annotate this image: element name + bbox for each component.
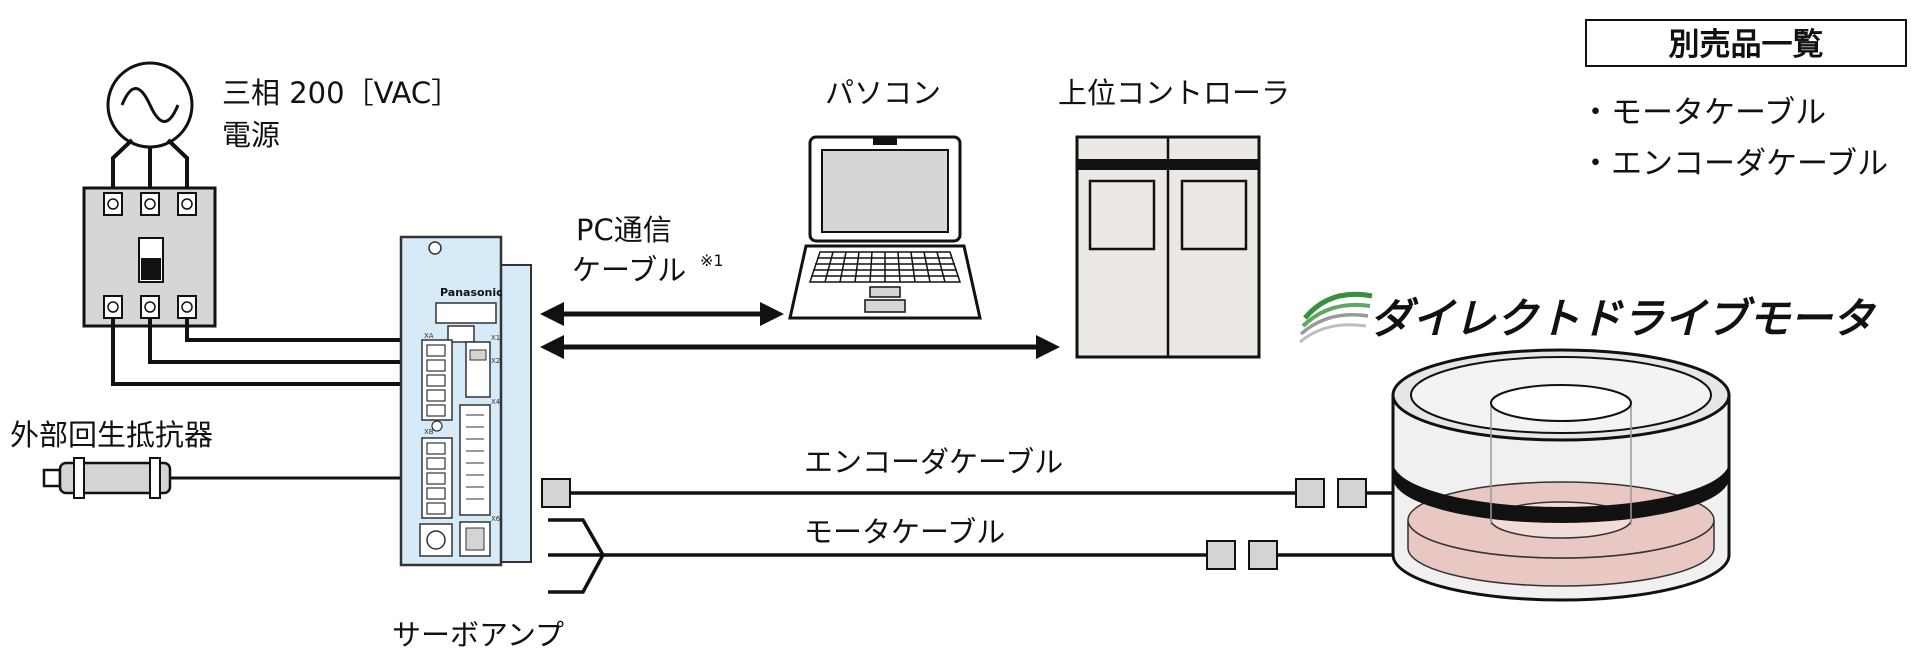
pc-cable-note: ※1: [700, 251, 724, 270]
power-supply: 三相 200［VAC］ 電源: [106, 61, 460, 190]
arrowhead-left-icon: [540, 302, 564, 326]
regen-resistor-label: 外部回生抵抗器: [10, 418, 213, 452]
breaker-to-amp-wires: [111, 318, 401, 386]
svg-text:XA: XA: [424, 332, 434, 340]
controller-cable: [540, 335, 1060, 359]
circuit-breaker: [82, 186, 401, 386]
pc-cable-label-line1: PC通信: [576, 213, 672, 247]
servo-amplifier: Panasonic: [392, 235, 564, 652]
motor-cable: モータケーブル: [548, 515, 1393, 594]
product-title: ダイレクトドライブモータ: [1370, 294, 1877, 343]
arrowhead-right-icon: [760, 302, 784, 326]
svg-text:XB: XB: [424, 428, 434, 436]
arrowhead-right-icon: [1036, 335, 1060, 359]
host-controller: 上位コントローラ: [1058, 76, 1290, 359]
breaker-bottom-terminals: [103, 295, 197, 319]
controller-label: 上位コントローラ: [1058, 76, 1290, 110]
svg-text:X6: X6: [491, 515, 501, 523]
direct-drive-motor: [1391, 348, 1731, 602]
svg-text:X4: X4: [491, 398, 501, 406]
motor-cable-label: モータケーブル: [804, 515, 1005, 549]
keyboard-grid-icon: [808, 251, 962, 283]
product-logo: ダイレクトドライブモータ: [1299, 291, 1877, 344]
svg-text:X1: X1: [491, 334, 500, 342]
svg-text:X2: X2: [491, 357, 500, 365]
power-label-line1: 三相 200［VAC］: [222, 76, 460, 110]
regen-resistor: 外部回生抵抗器: [10, 418, 401, 499]
power-feed-wires: [111, 138, 189, 190]
sine-wave-icon: [120, 87, 180, 123]
amp-brand-label: Panasonic: [440, 286, 503, 299]
servo-amp-label: サーボアンプ: [392, 618, 564, 652]
accessories-title: 別売品一覧: [1669, 27, 1824, 63]
pc-cable-label-line2: ケーブル: [572, 253, 686, 287]
arrowhead-left-icon: [540, 335, 564, 359]
laptop-pc: パソコン: [788, 76, 982, 320]
accessory-item: ・モータケーブル: [1580, 95, 1826, 131]
pc-label: パソコン: [825, 76, 941, 110]
pc-cable: PC通信 ケーブル ※1: [540, 213, 784, 326]
encoder-cable: エンコーダケーブル: [541, 445, 1393, 508]
breaker-switch-icon: [138, 237, 164, 283]
brand-swoosh-icon: [1299, 291, 1373, 344]
power-label-line2: 電源: [222, 118, 280, 152]
breaker-top-terminals: [103, 192, 197, 216]
encoder-cable-label: エンコーダケーブル: [804, 445, 1063, 479]
accessory-item: ・エンコーダケーブル: [1580, 146, 1888, 182]
accessories-panel: 別売品一覧 ・モータケーブル ・エンコーダケーブル: [1580, 19, 1907, 182]
